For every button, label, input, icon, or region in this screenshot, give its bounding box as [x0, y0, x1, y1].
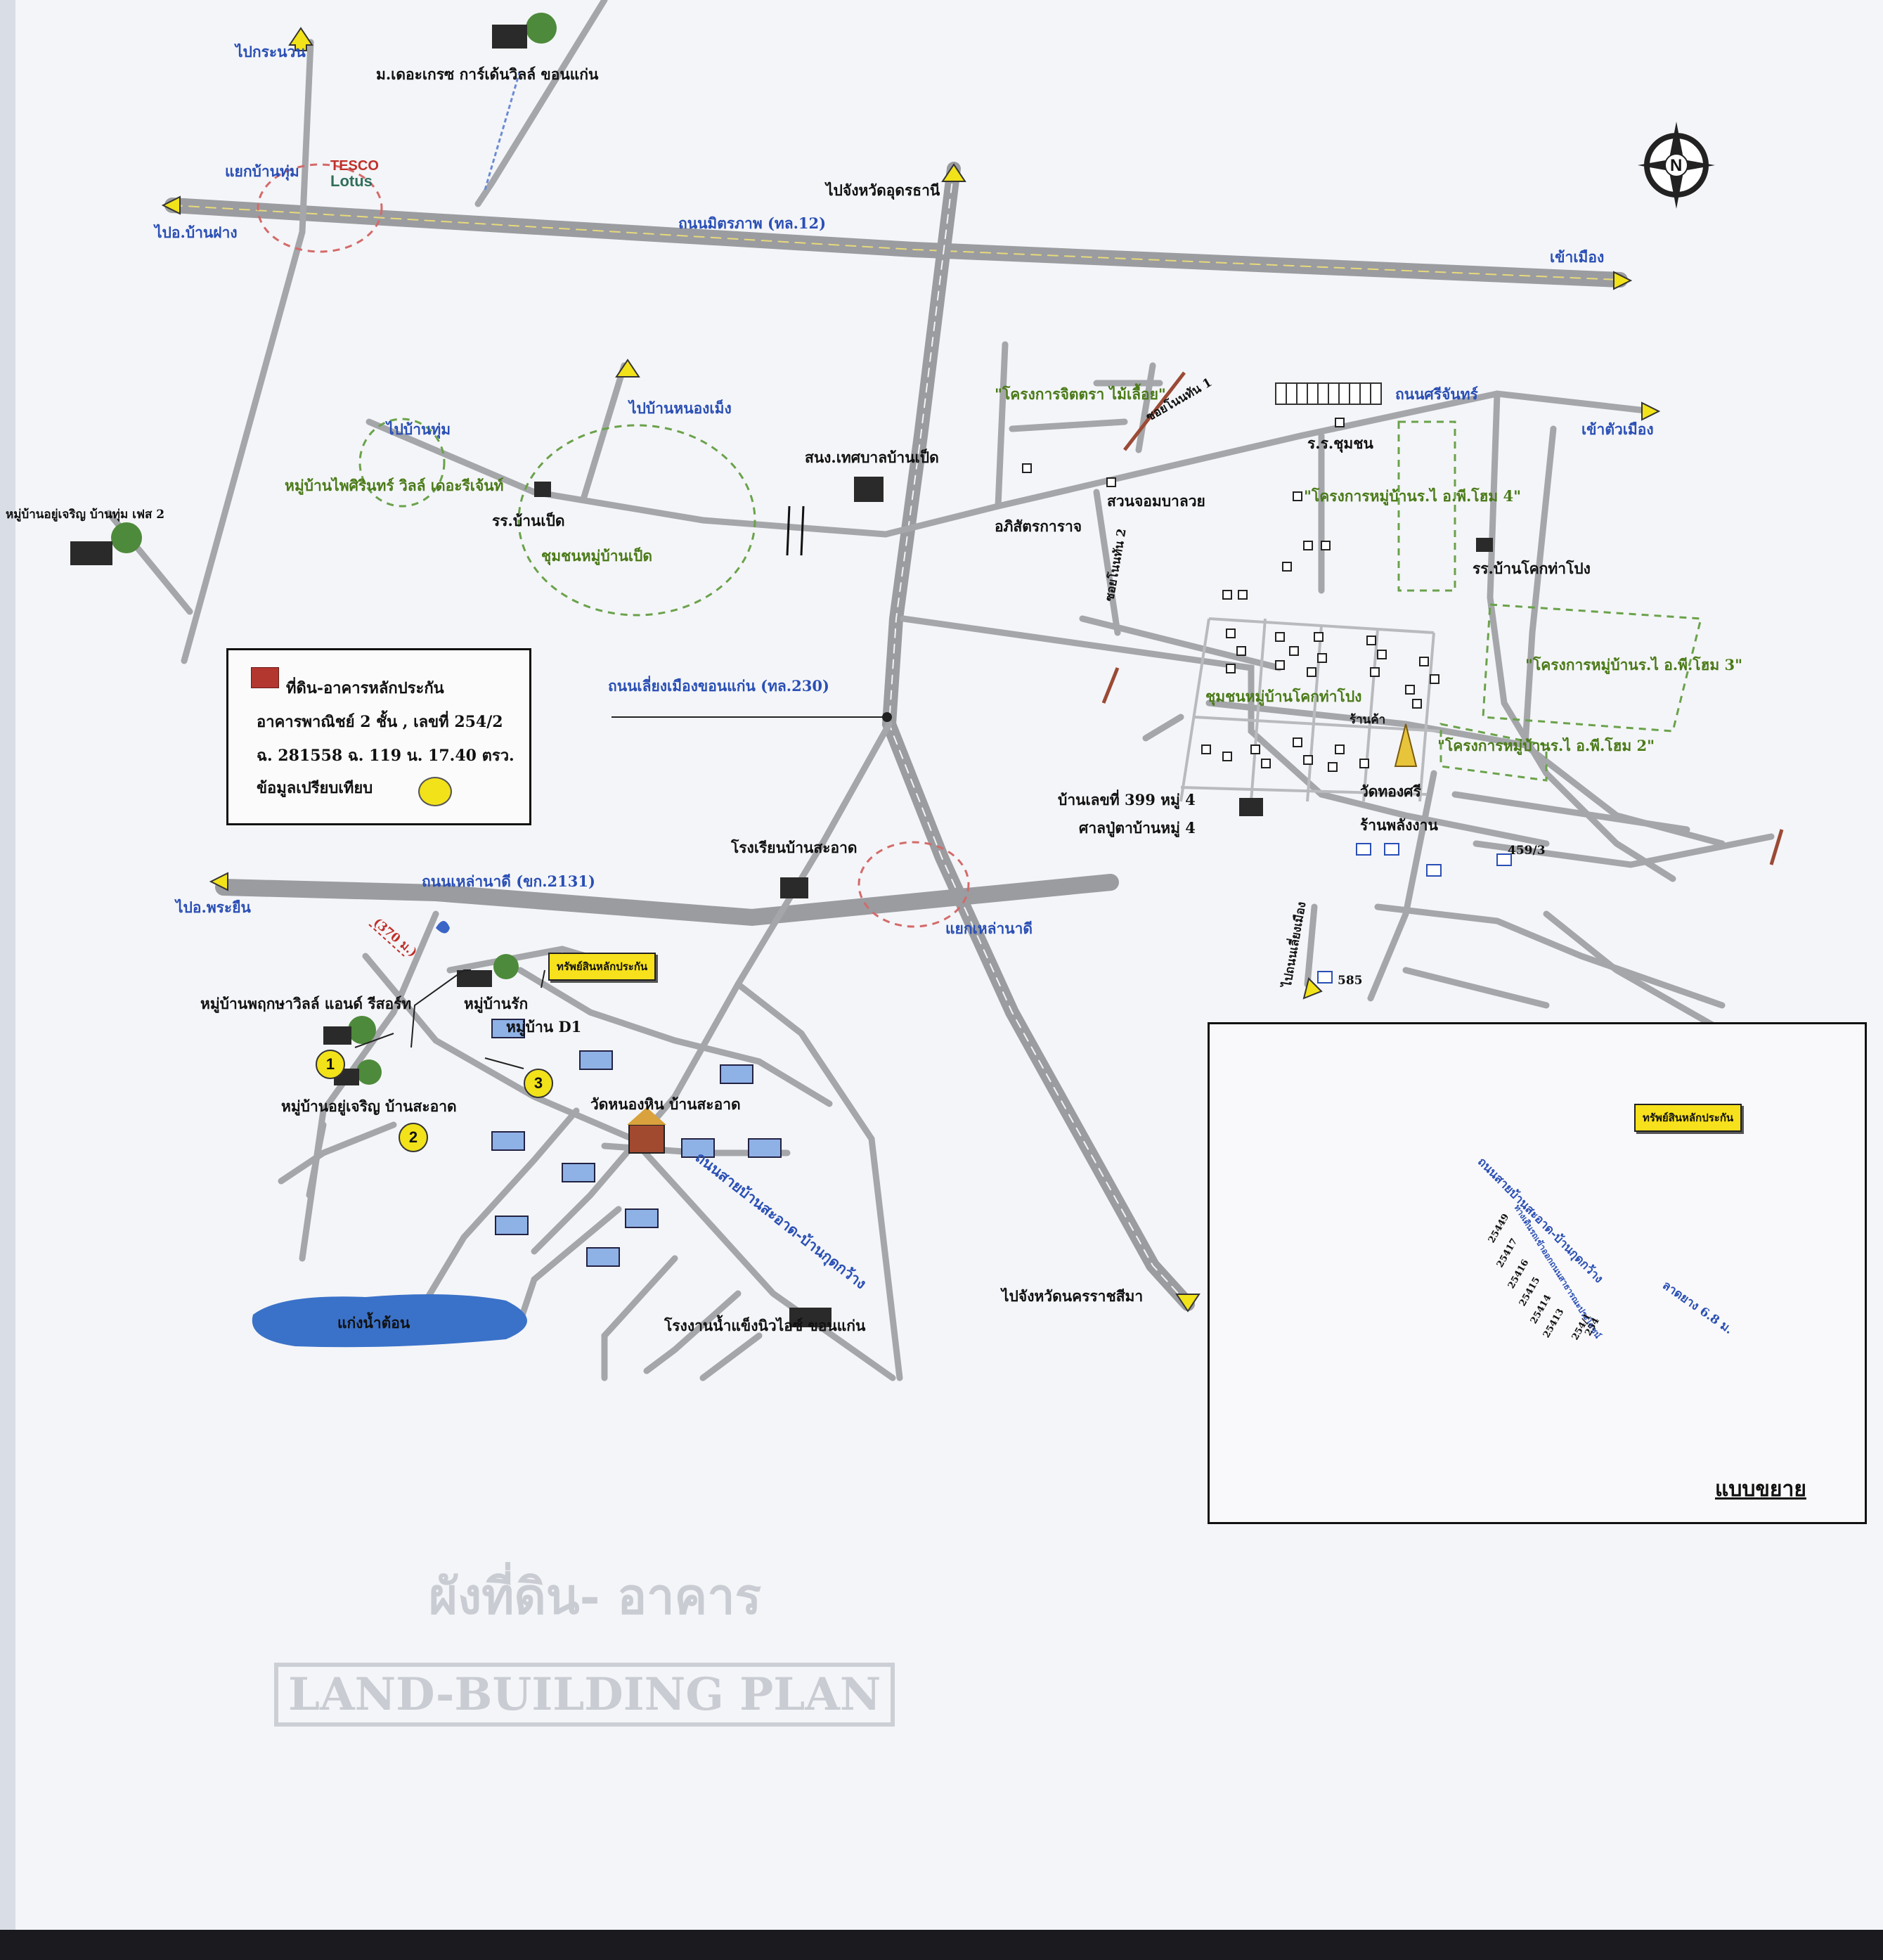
faded-title-english: LAND-BUILDING PLAN [274, 1663, 895, 1727]
label-to-udon: ไปจังหวัดอุดรธานี [826, 181, 940, 199]
label-project-4: "โครงการหมู่บ้านร.ไ อ.พี.โฮม 4" [1304, 487, 1522, 505]
label-village-rak: หมู่บ้านรัก [464, 995, 529, 1012]
label-school-ban-ped: รร.บ้านเป็ด [492, 512, 565, 529]
label-to-city: เข้าเมือง [1550, 248, 1605, 266]
tesco-logo-text: TESCO [330, 158, 379, 174]
label-sor-ror: ร.ร.ชุมชน [1307, 434, 1373, 452]
arrow-west-phrayuen [209, 872, 228, 891]
label-village-green: หมู่บ้านไพศิรินทร์ วิลล์ เดอะรีเจ้นท์ [285, 477, 504, 494]
legend-line-2: อาคารพาณิชย์ 2 ชั้น , เลขที่ 254/2 [257, 713, 503, 731]
road-mittraphap [164, 198, 1628, 288]
label-village-d1: หมู่บ้าน D1 [506, 1018, 582, 1036]
label-to-non-muang: ไปบ้านหนองเม็ง [629, 399, 732, 417]
label-community-ban-ped: ชุมชนหมู่บ้านเป็ด [541, 547, 653, 565]
label-suan-chom: สวนจอมบาลวย [1107, 492, 1205, 510]
label-no-585: 585 [1338, 974, 1363, 988]
label-community-khok: ชุมชนหมู่บ้านโคกท่าโปง [1205, 688, 1362, 705]
label-to-kranuan: ไปกระนวน [235, 43, 306, 60]
marker-1: 1 [316, 1050, 345, 1079]
arrow-southwest-bypass [1302, 977, 1323, 1000]
label-project-jittra: "โครงการจิตตรา ไม้เลื้อย" [995, 385, 1166, 403]
lotus-logo-text: Lotus [330, 172, 373, 190]
arrow-east-city [1613, 271, 1633, 290]
label-to-phra-yuen: ไปอ.พระยืน [176, 898, 251, 916]
label-bypass-road: ถนนเลี่ยงเมืองขอนแก่น (ทล.230) [608, 677, 829, 695]
table-edge [0, 1930, 1883, 1960]
label-wat-thong: วัดทองศรี [1360, 782, 1421, 800]
legend-line-4: ข้อมูลเปรียบเทียบ [257, 779, 373, 797]
legend-comparison-dot [418, 777, 452, 806]
arrow-west-banfang [161, 195, 181, 215]
compass-label: N [1670, 156, 1683, 175]
label-ice-factory: โรงงานน้ำแข็งนิวไอซ์ ขอนแก่น [664, 1317, 866, 1334]
label-municipality: สนง.เทศบาลบ้านเป็ด [805, 449, 939, 466]
legend-collateral-swatch [251, 667, 279, 688]
faded-title-thai: ผังที่ดิน- อาคาร [429, 1567, 762, 1625]
label-akhi-satra: อภิสัตรการาจ [995, 517, 1082, 535]
label-school-khok: รร.บ้านโคกท่าโปง [1473, 560, 1591, 577]
arrow-north-udon [941, 163, 966, 182]
map-sheet [15, 0, 1883, 1940]
arrow-south-korat [1175, 1294, 1201, 1313]
label-si-chan-road: ถนนศรีจันทร์ [1395, 385, 1478, 403]
label-project-2: "โครงการหมู่บ้านร.ไ อ.พี.โฮม 2" [1437, 737, 1655, 754]
legend-line-3: ฉ. 281558 ฉ. 119 น. 17.40 ตรว. [257, 747, 515, 765]
label-house-399-note: ศาลปู่ตาบ้านหมู่ 4 [1079, 819, 1196, 837]
label-no-459: 459/3 [1508, 844, 1546, 858]
label-lao-na-di-road: ถนนเหล่านาดี (ขก.2131) [422, 872, 595, 890]
label-village-ban-thum: หมู่บ้านอยู่เจริญ บ้านทุ่ม เฟส 2 [6, 508, 165, 522]
label-village-pruksa: หมู่บ้านพฤกษาวิลล์ แอนด์ รีสอร์ท [200, 995, 412, 1012]
inset-enlarged-plan [1208, 1022, 1867, 1524]
collateral-tag: ทรัพย์สินหลักประกัน [548, 953, 656, 981]
label-mittraphap-road: ถนนมิตรภาพ (ทล.12) [678, 214, 827, 232]
label-rice-shop: ร้านพลังงาน [1360, 816, 1438, 834]
building-icons [534, 477, 1493, 1327]
road-lao-na-di [215, 874, 1119, 927]
house-icons [491, 1019, 782, 1267]
arrow-north-kranuan [288, 27, 313, 51]
label-to-city2: เข้าตัวเมือง [1581, 420, 1654, 438]
marker-2: 2 [399, 1123, 428, 1152]
arrow-east-city2 [1641, 401, 1661, 421]
marker-3: 3 [524, 1069, 553, 1098]
arrow-north-nonmuang [615, 359, 640, 378]
inset-collateral-tag: ทรัพย์สินหลักประกัน [1634, 1104, 1742, 1132]
label-project-3: "โครงการหมู่บ้านร.ไ อ.พี.โฮม 3" [1525, 656, 1743, 673]
road-bypass-230 [881, 162, 1195, 1311]
temple-icon [627, 723, 1418, 1154]
label-lake: แก่งน้ำต้อน [337, 1314, 410, 1332]
label-to-korat: ไปจังหวัดนครราชสีมา [1002, 1287, 1144, 1305]
label-school-sa-at: โรงเรียนบ้านสะอาด [731, 839, 858, 856]
label-shop: ร้านค้า [1350, 713, 1386, 727]
legend-line-1: ที่ดิน-อาคารหลักประกัน [286, 679, 444, 697]
label-to-banfang: ไปอ.บ้านฝาง [155, 224, 238, 241]
label-ban-thum-junction: แยกบ้านทุ่ม [225, 162, 299, 180]
tree-icons [70, 13, 557, 1085]
label-village-garden: ม.เดอะเกรซ การ์เด้นวิลล์ ขอนแก่น [376, 65, 599, 83]
label-lao-na-di-junction: แยกเหล่านาดี [945, 920, 1033, 937]
inset-title: แบบขยาย [1715, 1477, 1806, 1502]
legend-box: ที่ดิน-อาคารหลักประกัน อาคารพาณิชย์ 2 ชั… [226, 648, 531, 825]
label-wat-nong-hin: วัดหนองหิน บ้านสะอาด [590, 1095, 741, 1113]
road-blue-diagonal [484, 70, 522, 191]
label-to-ban-thum: ไปบ้านทุ่ม [387, 420, 451, 438]
label-house-399: บ้านเลขที่ 399 หมู่ 4 [1058, 791, 1196, 808]
lake-shape [252, 1294, 527, 1348]
label-village-yu-charoen: หมู่บ้านอยู่เจริญ บ้านสะอาด [281, 1097, 457, 1115]
compass-icon [1638, 122, 1715, 209]
